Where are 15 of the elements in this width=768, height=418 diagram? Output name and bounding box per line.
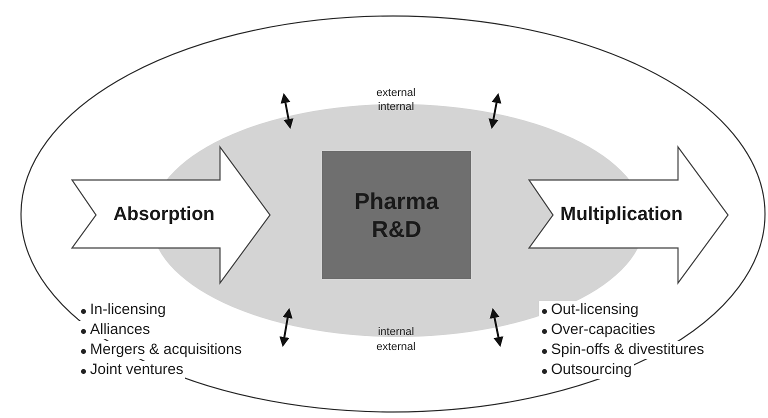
- arrow-label: Multiplication: [560, 204, 683, 226]
- list-item: Alliances: [78, 321, 152, 339]
- arrow-label: Absorption: [113, 204, 215, 226]
- list-item: Spin-offs & divestitures: [539, 341, 706, 359]
- boundary-label: external: [376, 341, 416, 353]
- boundary-label: external: [376, 87, 416, 99]
- list-item: Outsourcing: [539, 361, 634, 379]
- boundary-label: internal: [378, 326, 414, 338]
- list-item: Over-capacities: [539, 321, 658, 339]
- boundary-label: internal: [378, 101, 414, 113]
- box-title: Pharma R&D: [353, 187, 440, 243]
- list-item: Out-licensing: [539, 301, 641, 319]
- list-item: In-licensing: [78, 301, 168, 319]
- list-item: Mergers & acquisitions: [78, 341, 244, 359]
- list-item: Joint ventures: [78, 361, 186, 379]
